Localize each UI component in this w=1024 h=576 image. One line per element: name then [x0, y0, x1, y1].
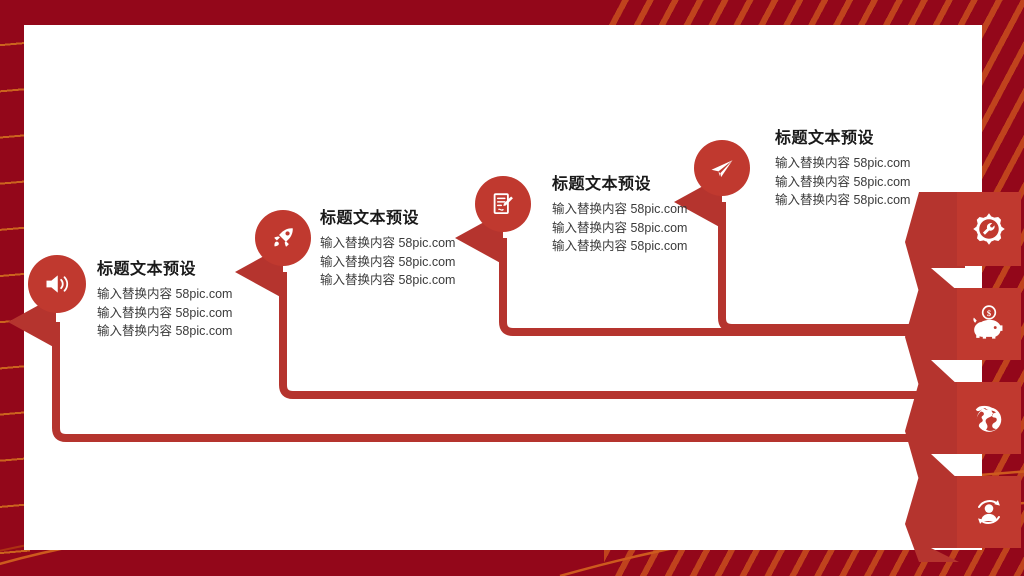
- gear-wrench-icon: [973, 213, 1005, 245]
- icon-card-globe[interactable]: [957, 382, 1021, 454]
- node-line: 输入替换内容 58pic.com: [552, 239, 688, 253]
- text-node-3: 标题文本预设 输入替换内容 58pic.com 输入替换内容 58pic.com…: [552, 170, 687, 256]
- icon-card-piggy-bank[interactable]: $: [957, 288, 1021, 360]
- node-line: 输入替换内容 58pic.com: [97, 287, 233, 301]
- node-line: 输入替换内容 58pic.com: [97, 324, 233, 338]
- bullet-paper-plane[interactable]: [694, 140, 750, 196]
- bullet-rocket[interactable]: [255, 210, 311, 266]
- document-pen-icon: [493, 193, 513, 215]
- bullet-document[interactable]: [475, 176, 531, 232]
- svg-text:$: $: [987, 308, 991, 318]
- node-line: 输入替换内容 58pic.com: [775, 174, 911, 189]
- text-node-4: 标题文本预设 输入替换内容 58pic.com 输入替换内容 58pic.com…: [775, 124, 910, 210]
- node-line: 输入替换内容 58pic.com: [320, 254, 456, 269]
- node-line: 输入替换内容 58pic.com: [552, 220, 688, 235]
- node-title: 标题文本预设: [97, 261, 197, 278]
- node-line: 输入替换内容 58pic.com: [320, 236, 456, 250]
- text-node-2: 标题文本预设 输入替换内容 58pic.com 输入替换内容 58pic.com…: [320, 204, 455, 290]
- paper-plane-icon: [711, 160, 733, 178]
- bullet-speaker[interactable]: [28, 255, 86, 313]
- node-line: 输入替换内容 58pic.com: [97, 305, 233, 320]
- user-refresh-icon: [978, 500, 1000, 524]
- piggy-bank-icon: $: [973, 305, 1003, 339]
- rocket-icon: [274, 228, 293, 247]
- icon-card-gear-wrench[interactable]: [957, 192, 1021, 266]
- node-title: 标题文本预设: [552, 176, 652, 193]
- node-line: 输入替换内容 58pic.com: [552, 202, 688, 216]
- node-title: 标题文本预设: [320, 210, 420, 227]
- node-line: 输入替换内容 58pic.com: [320, 273, 456, 287]
- node-title: 标题文本预设: [775, 130, 875, 147]
- node-line: 输入替换内容 58pic.com: [775, 156, 911, 170]
- text-node-1: 标题文本预设 输入替换内容 58pic.com 输入替换内容 58pic.com…: [97, 255, 232, 341]
- icon-card-user-refresh[interactable]: [957, 476, 1021, 548]
- speaker-icon: [46, 275, 69, 293]
- globe-icon: [975, 405, 1002, 432]
- node-line: 输入替换内容 58pic.com: [775, 193, 911, 207]
